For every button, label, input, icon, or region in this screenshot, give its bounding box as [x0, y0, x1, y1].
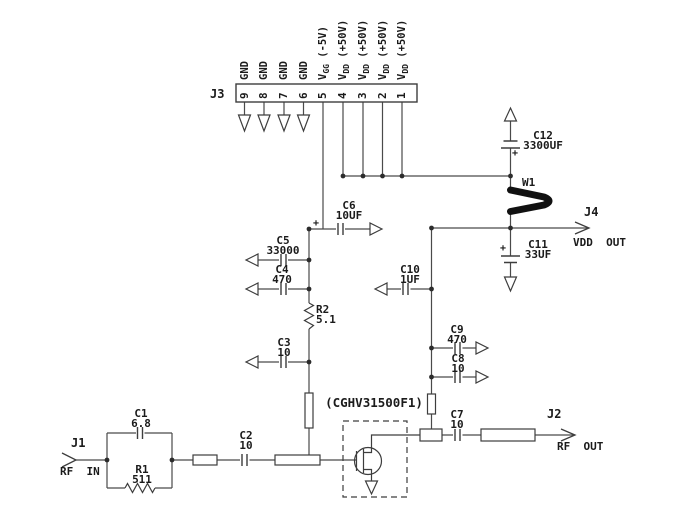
ground-icon: [277, 114, 291, 133]
j1-label: J1: [71, 436, 86, 450]
ground-icons: [237, 106, 518, 496]
label-w1: W1: [522, 176, 536, 189]
capacitor-plates: [136, 140, 520, 466]
j3-pin-name: VDD (+50V): [337, 19, 352, 80]
microstrip-lines: [192, 392, 536, 466]
j3-pin-number: 3: [356, 92, 369, 99]
transistor-dashed-box: [342, 420, 408, 498]
ground-icon-up: [503, 106, 518, 122]
polarity-plus-c12: +: [512, 148, 519, 159]
ground-icon-right: [475, 341, 490, 355]
j3-pin-name: VGG (-5V): [317, 26, 332, 80]
polarity-plus-c6: +: [313, 218, 320, 229]
ground-icon: [237, 114, 252, 133]
resistor-r1-symbol: [124, 482, 156, 494]
j3-pin-name: VDD (+50V): [376, 19, 391, 80]
j3-pin-number: 7: [277, 92, 290, 99]
ground-icon-left: [244, 253, 259, 267]
ground-icon-left: [244, 355, 259, 369]
ground-icon-right: [475, 370, 490, 384]
j2-label: J2: [547, 407, 562, 421]
j3-pin-name: GND: [278, 61, 290, 80]
j3-pin-number: 4: [336, 92, 349, 99]
jumper-w1-symbol: [507, 186, 553, 215]
junction-dots: [104, 173, 513, 463]
j1-connector-icon: [61, 452, 78, 468]
ground-icon-left: [373, 282, 388, 296]
ground-icon-left: [244, 282, 259, 296]
label-transistor-part: (CGHV31500F1): [325, 395, 423, 410]
vdd-out-label: VDD OUT: [573, 236, 626, 249]
j4-arrow-icon: [574, 221, 591, 235]
j3-pin-number: 2: [375, 92, 389, 99]
j3-pin-name: VDD (+50V): [357, 19, 372, 80]
j3-pin-number: 1: [395, 92, 408, 99]
j3-connector-body: [235, 83, 418, 103]
rf-out-label: RF OUT: [557, 440, 604, 453]
j3-pin-name: GND: [258, 61, 270, 80]
j3-pin-name: GND: [238, 61, 251, 80]
j3-pin-number: 5: [316, 92, 329, 99]
j4-label: J4: [584, 205, 599, 219]
polarity-plus-c11: +: [500, 243, 507, 254]
j3-pin-name: GND: [297, 61, 310, 80]
resistor-r2-symbol: [303, 302, 315, 330]
j3-label: J3: [210, 87, 225, 101]
j3-pin-number: 6: [296, 92, 310, 99]
ground-icon: [257, 114, 271, 133]
ground-icon: [364, 480, 379, 496]
j2-arrow-icon: [560, 428, 577, 442]
rf-in-label: RF IN: [60, 465, 100, 478]
j3-pin-number: 9: [237, 92, 251, 99]
ground-icon: [503, 276, 518, 293]
j3-pin-name: VDD (+50V): [396, 19, 411, 80]
ground-icon: [296, 114, 311, 133]
transistor-symbol: [342, 420, 420, 498]
ground-icon-right: [369, 222, 384, 236]
j3-pin-number: 8: [257, 92, 270, 99]
